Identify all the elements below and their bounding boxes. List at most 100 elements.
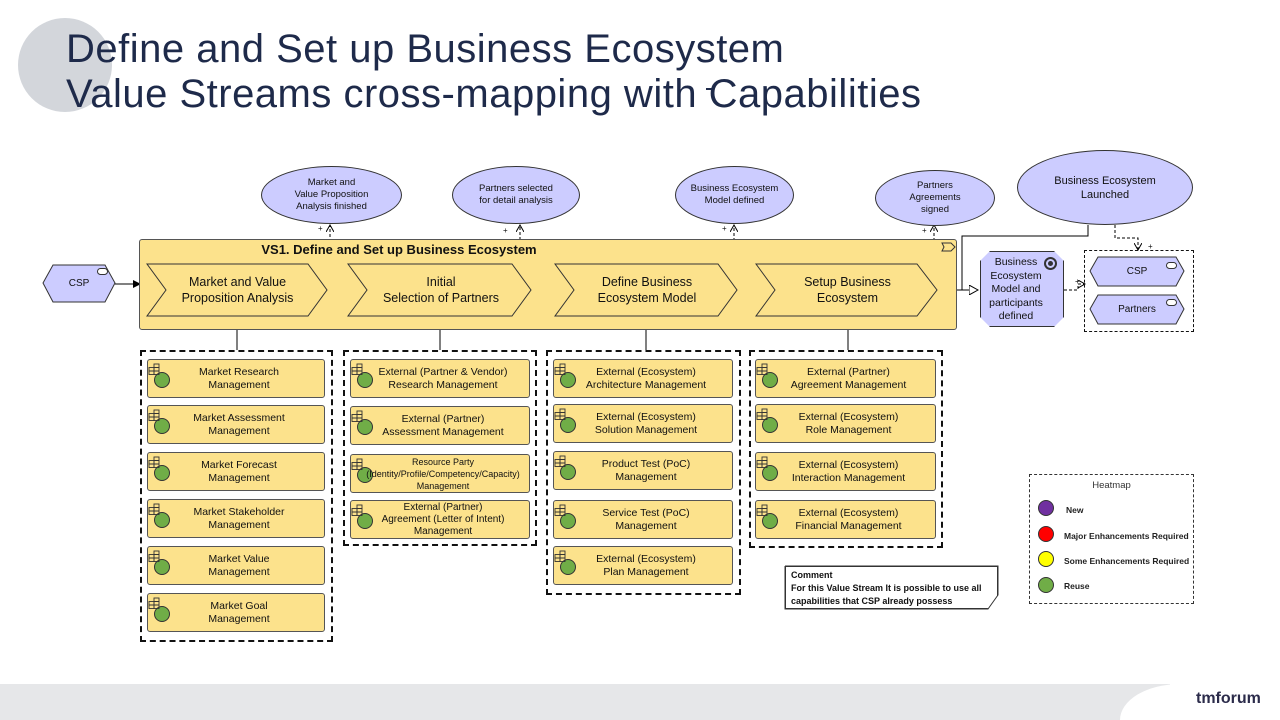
comment-body: For this Value Stream It is possible to … (791, 583, 982, 606)
capability-box: External (Ecosystem) Architecture Manage… (553, 359, 733, 398)
capability-label: Service Test (PoC) Management (602, 507, 690, 532)
page-title-line-2: Value Streams cross-mapping with Capabil… (66, 72, 922, 116)
outcome-partners-selected: Partners selected for detail analysis (452, 166, 580, 224)
capability-icon (148, 409, 160, 421)
capability-icon (554, 408, 566, 420)
stage-chevron-4 (755, 263, 938, 317)
stage-label-3: Define Business Ecosystem Model (597, 275, 697, 305)
goal-label: Business Ecosystem Model and participant… (989, 256, 1043, 323)
stage-label-4: Setup Business Ecosystem (804, 275, 891, 305)
heatmap-dot (762, 417, 778, 433)
heatmap-dot (154, 465, 170, 481)
heatmap-reuse-label: Reuse (1064, 581, 1090, 591)
capability-icon (351, 410, 363, 422)
capability-box: External (Ecosystem) Interaction Managem… (755, 452, 936, 491)
actor-role-icon (1166, 299, 1177, 306)
heatmap-dot (560, 464, 576, 480)
capability-label: Resource Party (Identity/Profile/Compete… (366, 456, 520, 491)
capability-icon (148, 597, 160, 609)
capability-group-2 (343, 350, 537, 546)
capability-icon (148, 550, 160, 562)
stage-label-2: Initial Selection of Partners (382, 275, 500, 305)
capability-box: Market Stakeholder Management (147, 499, 325, 538)
capability-icon (148, 456, 160, 468)
heatmap-dot (762, 513, 778, 529)
capability-icon (351, 458, 363, 470)
plus-mark: + (318, 224, 323, 233)
capability-label: External (Ecosystem) Solution Management (594, 411, 698, 436)
capability-box: Market Value Management (147, 546, 325, 585)
capability-icon (756, 456, 768, 468)
capability-group-4 (749, 350, 943, 548)
target-icon (1044, 257, 1057, 270)
heatmap-dot (357, 372, 373, 388)
actor-csp-right-label: CSP (1126, 265, 1148, 277)
capability-box: Resource Party (Identity/Profile/Compete… (350, 454, 530, 493)
capability-label: External (Partner) Agreement (Letter of … (381, 501, 505, 537)
page-title-line-1: Define and Set up Business Ecosystem (66, 27, 785, 71)
capability-icon (554, 550, 566, 562)
capability-icon (148, 503, 160, 515)
capability-icon (554, 504, 566, 516)
outcome-market-analysis-finished: Market and Value Proposition Analysis fi… (261, 166, 402, 224)
capability-box: External (Ecosystem) Plan Management (553, 546, 733, 585)
heatmap-dot (357, 467, 373, 483)
capability-label: Market Value Management (208, 553, 270, 578)
capability-label: External (Ecosystem) Role Management (798, 411, 899, 436)
stage-label-1: Market and Value Proposition Analysis (181, 275, 294, 305)
heatmap-dot (560, 513, 576, 529)
capability-icon (351, 504, 363, 516)
plus-mark: + (922, 226, 927, 235)
capability-icon (756, 363, 768, 375)
capability-box: External (Ecosystem) Financial Managemen… (755, 500, 936, 539)
heatmap-title: Heatmap (1092, 480, 1131, 491)
footer-bar (0, 684, 1280, 720)
capability-icon (554, 363, 566, 375)
capability-box: Market Assessment Management (147, 405, 325, 444)
capability-icon (148, 363, 160, 375)
outcome-partners-agreements-signed: Partners Agreements signed (875, 170, 995, 226)
heatmap-dot (154, 559, 170, 575)
heatmap-dot (357, 513, 373, 529)
capability-icon (756, 408, 768, 420)
heatmap-major-label: Major Enhancements Required (1064, 531, 1189, 541)
actor-csp-label: CSP (68, 277, 90, 289)
heatmap-dot (762, 465, 778, 481)
actor-partners-label: Partners (1118, 303, 1156, 315)
capability-box: Market Forecast Management (147, 452, 325, 491)
capability-group-1 (140, 350, 333, 642)
stage-chevron-2 (347, 263, 532, 317)
capability-box: External (Ecosystem) Role Management (755, 404, 936, 443)
actor-partners-shape (1089, 294, 1185, 325)
actor-role-icon (97, 268, 108, 275)
capability-label: Market Stakeholder Management (193, 506, 285, 531)
heatmap-dot (154, 372, 170, 388)
capability-group-3 (546, 350, 741, 595)
capability-box: External (Partner) Agreement Management (755, 359, 936, 398)
capability-label: External (Ecosystem) Architecture Manage… (585, 366, 707, 391)
actor-role-icon (1166, 262, 1177, 269)
tmforum-logo: tmforum (1196, 690, 1261, 707)
capability-label: Market Forecast Management (201, 459, 277, 484)
heatmap-reuse-dot (1038, 577, 1054, 593)
capability-label: Market Goal Management (208, 600, 270, 625)
heatmap-legend (1029, 474, 1194, 604)
capability-box: External (Partner) Agreement (Letter of … (350, 500, 530, 539)
capability-box: Service Test (PoC) Management (553, 500, 733, 539)
capability-box: Market Research Management (147, 359, 325, 398)
heatmap-some-dot (1038, 551, 1054, 567)
capability-label: External (Partner & Vendor) Research Man… (378, 366, 508, 391)
heatmap-major-dot (1038, 526, 1054, 542)
comment-title: Comment (791, 570, 833, 580)
plus-mark: + (1075, 277, 1080, 286)
heatmap-dot (154, 512, 170, 528)
capability-box: External (Ecosystem) Solution Management (553, 404, 733, 443)
capability-box: Product Test (PoC) Management (553, 451, 733, 490)
capability-label: Market Research Management (199, 366, 279, 391)
capability-label: Market Assessment Management (193, 412, 285, 437)
capability-label: Product Test (PoC) Management (601, 458, 691, 483)
outcome-ecosystem-model-defined: Business Ecosystem Model defined (675, 166, 794, 224)
